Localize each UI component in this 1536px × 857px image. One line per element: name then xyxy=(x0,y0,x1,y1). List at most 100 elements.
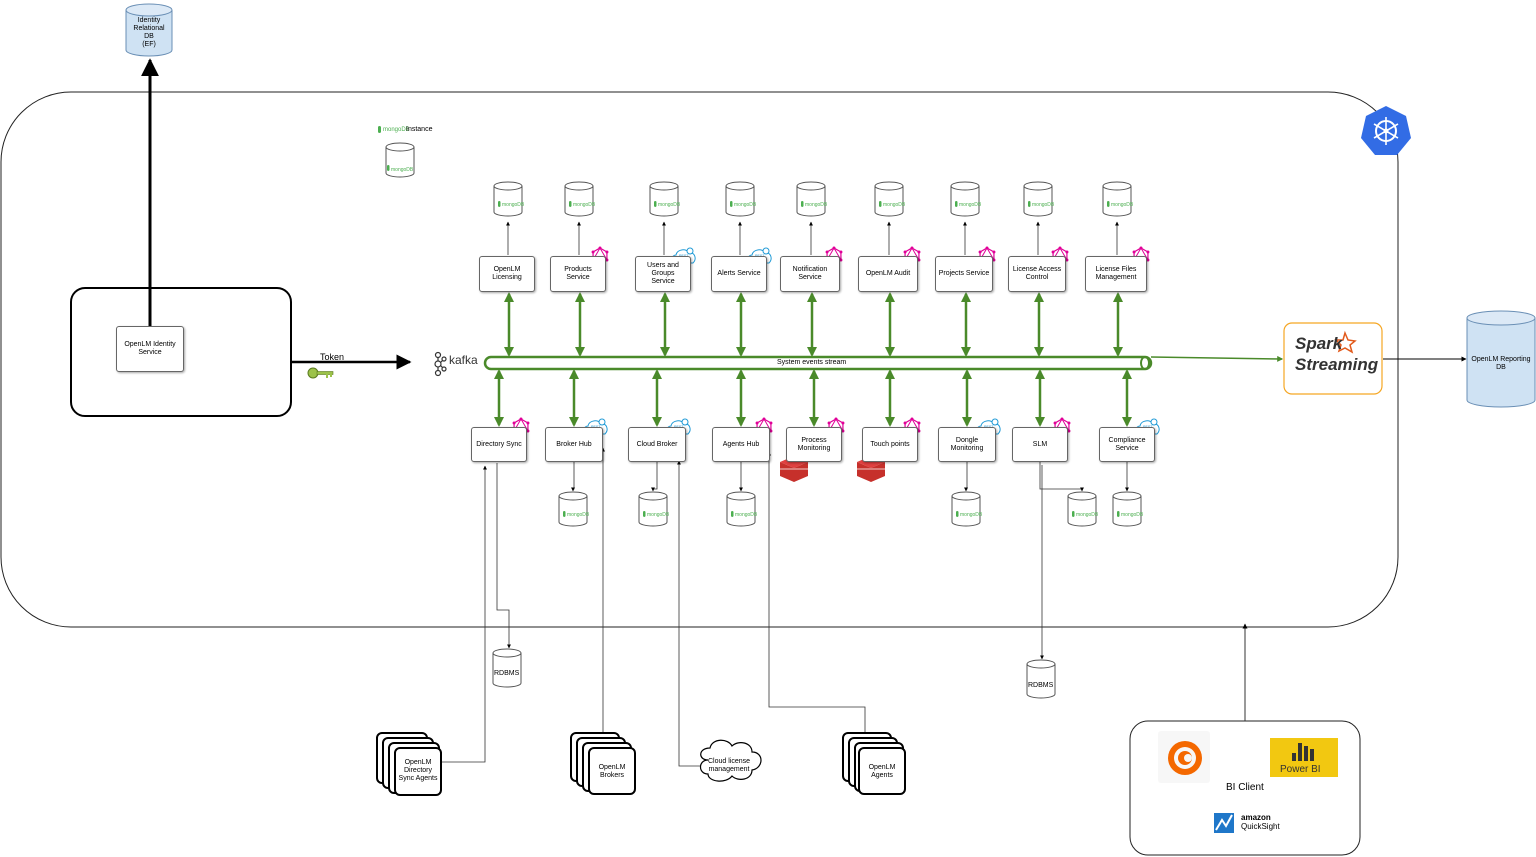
service-db-connector xyxy=(1039,462,1084,492)
identity-db-cylinder xyxy=(125,3,173,57)
mongodb-cylinder: mongoDB xyxy=(1112,491,1144,527)
agents-stack xyxy=(842,732,906,795)
mongodb-logo-text: mongoDB xyxy=(1032,202,1055,208)
stream-label: System events stream xyxy=(777,359,847,366)
service-label: Control xyxy=(1025,274,1049,281)
service-label: Products Service xyxy=(564,266,592,281)
mongodb-logo-text: mongoDB xyxy=(658,202,681,208)
service-label: Agents Hub xyxy=(722,440,760,448)
mongodb-instance-label: Instance xyxy=(406,126,433,133)
mongodb-logo-text: mongoDB xyxy=(734,202,757,208)
mongodb-leaf-icon xyxy=(1028,201,1031,207)
spark-streaming-box xyxy=(1283,322,1383,395)
bi-client-title: BI Client xyxy=(1226,782,1264,793)
mongodb-cylinder: mongoDB xyxy=(1102,181,1134,217)
service-label: Monitoring xyxy=(797,444,831,452)
mongodb-instance-cylinder xyxy=(385,142,415,178)
service-label: Touch points xyxy=(870,440,910,448)
mongodb-leaf-icon xyxy=(955,201,958,207)
mongodb-cylinder: mongoDB xyxy=(950,181,982,217)
kafka-logo-icon xyxy=(434,351,447,377)
identity-container xyxy=(70,287,292,417)
mongodb-logo-text: mongoDB xyxy=(1111,202,1134,208)
mongodb-leaf-icon xyxy=(730,201,733,207)
service-label: Cloud Broker xyxy=(636,440,678,448)
service-label: Dongle Monitoring xyxy=(950,436,984,452)
service-label: Licensing xyxy=(492,274,522,281)
mongodb-leaf-icon xyxy=(1107,201,1110,207)
kafka-label: kafka xyxy=(449,353,478,367)
service-label: Management xyxy=(1095,274,1137,281)
service-label: SLM xyxy=(1032,440,1048,448)
mongodb-logo-text: mongoDB xyxy=(1076,512,1099,518)
top-service-box[interactable]: OpenLM Audit xyxy=(858,256,918,292)
rdbms-label: RDBMS xyxy=(1028,682,1054,689)
mongodb-cylinder: mongoDB xyxy=(726,491,758,527)
bottom-service-box[interactable]: Touch points xyxy=(862,427,918,462)
mongodb-logo-text: mongoDB xyxy=(805,202,828,208)
mongodb-logo-text: mongoDB xyxy=(383,127,410,133)
mongodb-leaf-icon xyxy=(956,511,959,517)
top-service-box[interactable]: Notification Service xyxy=(780,256,840,292)
mongodb-logo-text: mongoDB xyxy=(959,202,982,208)
bottom-service-box[interactable]: Cloud Broker xyxy=(628,427,686,462)
mongodb-logo-text: mongoDB xyxy=(391,167,414,173)
rdbms-label: RDBMS xyxy=(494,670,520,677)
dirsync-to-rdbms-connector xyxy=(496,463,511,649)
mongodb-cylinder: mongoDB xyxy=(874,181,906,217)
mongodb-leaf-icon xyxy=(569,201,572,207)
kubernetes-logo-icon xyxy=(1361,106,1411,155)
mongodb-leaf-icon xyxy=(387,165,390,171)
bottom-service-box[interactable]: Dongle Monitoring xyxy=(938,427,996,462)
service-db-connector xyxy=(964,462,968,492)
bottom-service-box[interactable]: Directory Sync xyxy=(471,427,527,462)
mongodb-leaf-icon xyxy=(879,201,882,207)
mongodb-cylinder: mongoDB xyxy=(638,491,670,527)
service-label: Service xyxy=(651,278,675,285)
top-service-box[interactable]: Alerts Service xyxy=(711,256,767,292)
grafana-logo-icon xyxy=(1158,731,1210,783)
service-db-connector xyxy=(571,462,575,492)
quicksight-label: QuickSight xyxy=(1241,822,1280,831)
key-icon xyxy=(307,367,334,379)
cloud-shape xyxy=(699,739,762,782)
quicksight-logo-icon xyxy=(1214,813,1234,833)
powerbi-label: Power BI xyxy=(1280,764,1321,775)
mongodb-cylinder: mongoDB xyxy=(1023,181,1055,217)
mongodb-leaf-icon xyxy=(643,511,646,517)
service-label: OpenLM xyxy=(493,266,521,273)
mongodb-leaf-icon xyxy=(498,201,501,207)
service-label: Compliance xyxy=(1108,436,1146,444)
service-db-connector xyxy=(651,462,658,492)
mongodb-logo-text: mongoDB xyxy=(960,512,983,518)
mongodb-cylinder: mongoDB xyxy=(649,181,681,217)
stream-to-spark-arrow xyxy=(1150,355,1284,362)
bottom-service-box[interactable]: Agents Hub xyxy=(712,427,770,462)
service-label: Notification Service xyxy=(792,266,828,281)
mongodb-cylinder: mongoDB xyxy=(493,181,525,217)
service-label: Users and Groups xyxy=(647,262,679,277)
service-label: Projects Service xyxy=(938,270,990,277)
top-service-box[interactable]: Products Service xyxy=(550,256,606,292)
top-service-box[interactable]: Projects Service xyxy=(935,256,993,292)
service-label: Process xyxy=(801,436,827,444)
bottom-service-box[interactable]: SLM xyxy=(1012,427,1068,462)
service-label: Broker Hub xyxy=(556,440,592,448)
mongodb-logo-text: mongoDB xyxy=(1121,512,1144,518)
agents-connector xyxy=(767,451,866,732)
mongodb-leaf-icon xyxy=(801,201,804,207)
service-label: License Files xyxy=(1095,266,1137,273)
bottom-service-box[interactable]: Broker Hub xyxy=(545,427,603,462)
